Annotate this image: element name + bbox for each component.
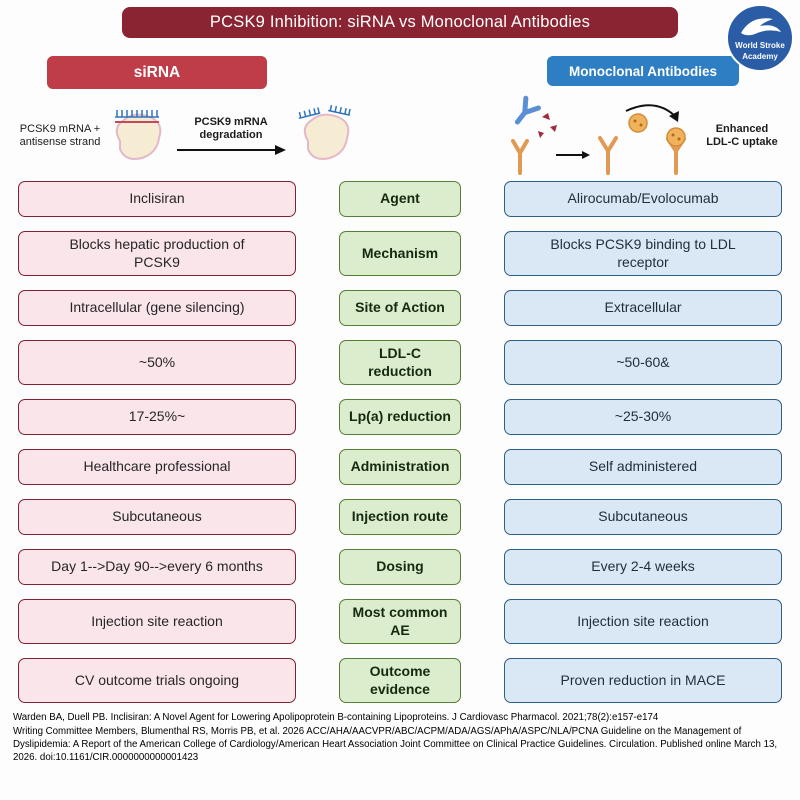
- sirna-cell: Intracellular (gene silencing): [18, 290, 296, 326]
- row-label-cell: Administration: [339, 449, 461, 485]
- mab-illustration: Enhanced LDL-C uptake: [504, 95, 782, 177]
- row-label-cell: LDL-C reduction: [339, 340, 461, 385]
- illustration-band: PCSK9 mRNA + antisense strand PCSK9 mRNA…: [0, 93, 800, 179]
- row-label-cell: Most common AE: [339, 599, 461, 644]
- mab-cell: Extracellular: [504, 290, 782, 326]
- row-label-cell: Site of Action: [339, 290, 461, 326]
- sirna-cell: Healthcare professional: [18, 449, 296, 485]
- transition-arrow-icon: [556, 151, 590, 159]
- comparison-table: Inclisiran Agent Alirocumab/Evolocumab B…: [0, 181, 800, 703]
- ldl-receptor-icon: [511, 139, 529, 175]
- antibody-icon: [514, 95, 541, 125]
- antibody-receptor-scene: [511, 95, 686, 175]
- pcsk9-fragment-icons: [538, 113, 557, 138]
- mab-cell: Proven reduction in MACE: [504, 658, 782, 703]
- sirna-illustration: PCSK9 mRNA + antisense strand PCSK9 mRNA…: [18, 103, 461, 169]
- ldl-particle-icon: [628, 113, 648, 133]
- uptake-arrow-icon: [625, 104, 679, 122]
- mab-cell: ~50-60&: [504, 340, 782, 385]
- sirna-cell: 17-25%~: [18, 399, 296, 435]
- sirna-cell: Injection site reaction: [18, 599, 296, 644]
- svg-text:Academy: Academy: [742, 52, 778, 61]
- mab-cell: Self administered: [504, 449, 782, 485]
- degradation-arrow-block: PCSK9 mRNA degradation: [172, 116, 290, 156]
- mrna-antisense-label: PCSK9 mRNA + antisense strand: [19, 122, 101, 148]
- mab-cell: Every 2-4 weeks: [504, 549, 782, 585]
- free-receptor-icon: [598, 136, 618, 175]
- page-title: PCSK9 Inhibition: siRNA vs Monoclonal An…: [209, 13, 591, 31]
- mab-cell: ~25-30%: [504, 399, 782, 435]
- degraded-mrna-icon: [298, 104, 351, 160]
- logo-icon: World Stroke Academy: [726, 4, 794, 72]
- sirna-cell: Subcutaneous: [18, 499, 296, 535]
- sirna-header-label: siRNA: [133, 63, 181, 81]
- receptor-with-ldl-icon: [666, 127, 686, 175]
- sirna-cell: CV outcome trials ongoing: [18, 658, 296, 703]
- sirna-cell: ~50%: [18, 340, 296, 385]
- degradation-label: PCSK9 mRNA degradation: [194, 115, 268, 141]
- citation-line-1: Warden BA, Duell PB. Inclisiran: A Novel…: [13, 712, 659, 723]
- mab-cell: Blocks PCSK9 binding to LDL receptor: [504, 231, 782, 276]
- mab-column-header: Monoclonal Antibodies: [547, 56, 739, 86]
- mab-header-label: Monoclonal Antibodies: [569, 63, 717, 79]
- row-label-cell: Mechanism: [339, 231, 461, 276]
- right-arrow-icon: [177, 145, 286, 156]
- citations: Warden BA, Duell PB. Inclisiran: A Novel…: [0, 712, 800, 765]
- mab-cell: Subcutaneous: [504, 499, 782, 535]
- header-spacer: [339, 56, 461, 89]
- row-label-cell: Injection route: [339, 499, 461, 535]
- sirna-cell: Day 1-->Day 90-->every 6 months: [18, 549, 296, 585]
- row-label-cell: Agent: [339, 181, 461, 217]
- row-label-cell: Lp(a) reduction: [339, 399, 461, 435]
- sirna-cell: Inclisiran: [18, 181, 296, 217]
- svg-text:World Stroke: World Stroke: [735, 41, 785, 50]
- world-stroke-academy-logo: World Stroke Academy: [725, 3, 795, 73]
- sirna-column-header: siRNA: [47, 56, 267, 89]
- column-headers: siRNA Monoclonal Antibodies: [0, 56, 800, 89]
- title-banner: PCSK9 Inhibition: siRNA vs Monoclonal An…: [122, 7, 678, 38]
- mab-cell: Injection site reaction: [504, 599, 782, 644]
- mab-cell: Alirocumab/Evolocumab: [504, 181, 782, 217]
- row-label-cell: Outcome evidence: [339, 658, 461, 703]
- sirna-cell: Blocks hepatic production of PCSK9: [18, 231, 296, 276]
- citation-line-2: Writing Committee Members, Blumenthal RS…: [13, 725, 778, 763]
- row-label-cell: Dosing: [339, 549, 461, 585]
- ldl-uptake-label: Enhanced LDL-C uptake: [706, 122, 778, 148]
- mrna-complex-icon: [115, 110, 162, 160]
